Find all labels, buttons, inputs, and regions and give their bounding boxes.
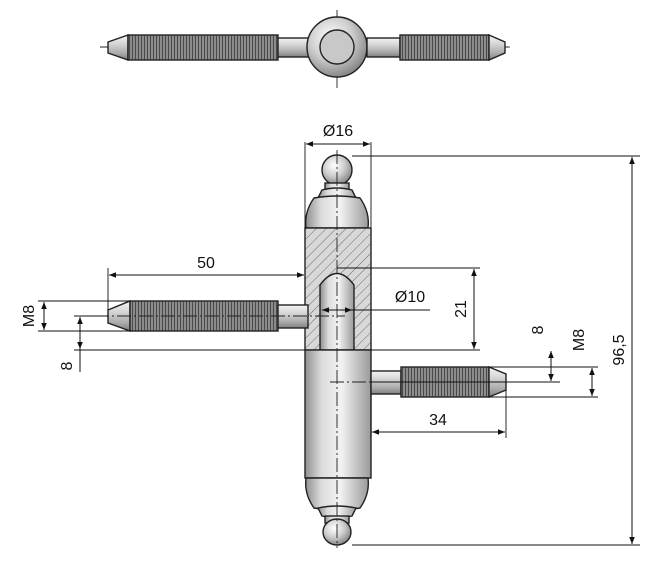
label-overall-height: 96,5 bbox=[611, 334, 628, 365]
label-thread-left: M8 bbox=[21, 305, 38, 327]
label-diameter-outer: Ø16 bbox=[323, 123, 353, 140]
upper-barrel-section bbox=[304, 227, 372, 351]
label-spacing-right: 8 bbox=[530, 325, 547, 334]
lower-barrel bbox=[304, 349, 372, 479]
top-view bbox=[100, 10, 512, 88]
label-spacing-left: 8 bbox=[59, 361, 76, 370]
top-left-thread bbox=[127, 34, 279, 61]
front-view bbox=[95, 150, 520, 548]
top-right-pin-tip bbox=[488, 33, 506, 62]
top-right-shank bbox=[366, 37, 401, 58]
dimension-lines bbox=[38, 141, 640, 546]
bottom-finial bbox=[304, 477, 370, 546]
label-offset-21: 21 bbox=[453, 300, 470, 318]
label-length-50: 50 bbox=[197, 255, 215, 272]
top-left-pin-tip bbox=[107, 34, 129, 61]
top-finial bbox=[304, 154, 370, 229]
label-diameter-inner: Ø10 bbox=[395, 289, 425, 306]
label-thread-right: M8 bbox=[571, 329, 588, 351]
top-knuckle-bore bbox=[319, 29, 355, 65]
top-left-shank bbox=[277, 37, 311, 58]
dimension-labels: Ø16 50 Ø10 21 M8 8 8 M8 34 96,5 bbox=[21, 123, 628, 429]
top-right-thread bbox=[399, 34, 490, 61]
label-length-34: 34 bbox=[429, 412, 447, 429]
